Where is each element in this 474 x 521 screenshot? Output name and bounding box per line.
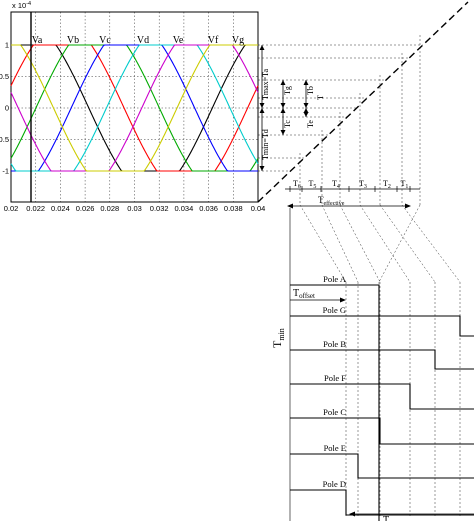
marker-skew: [378, 204, 421, 283]
effective-label: Teffective: [318, 195, 345, 207]
pole-waveform: [290, 453, 474, 479]
phase-voltage-plot: x 10-4 0.02 0.022 0.024 0.026 0.028 0.03 0.032…: [0, 1, 265, 213]
pole-waveform: [290, 349, 474, 370]
x-tick-label: 0.026: [76, 204, 95, 213]
marker-skew: [401, 204, 461, 283]
phase-label: Vc: [99, 35, 111, 46]
tg-label: Tg: [283, 86, 292, 95]
interval-label: T2: [383, 179, 391, 190]
marker-skew: [339, 204, 381, 283]
tb-label: Tb: [306, 86, 315, 95]
pole-waveform: [290, 489, 474, 516]
pole-waveform: [290, 417, 474, 445]
interval-subscript: 4: [337, 184, 340, 190]
x-tick-label: 0.024: [51, 204, 70, 213]
interval-label: T4: [332, 179, 340, 190]
pole-signals: Pole A Pole G Pole B Pole F Pole C Pole E Pole…: [290, 274, 474, 521]
time-level-labels: Tmax=Ta Tmin=Td Tg Tc Tb Te T: [261, 69, 325, 161]
offset-arrow: Toffset: [290, 288, 346, 303]
x-tick-label: 0.036: [199, 204, 218, 213]
marker-skew: [299, 204, 347, 283]
tz-label: T: [316, 95, 325, 100]
y-tick-label: 0.5: [0, 72, 9, 81]
effective-arrow-left-head: [287, 203, 293, 209]
x-tick-label: 0.028: [100, 204, 119, 213]
x-tick-label: 0.034: [175, 204, 194, 213]
tmin-label: Tmin=Td: [261, 129, 270, 160]
tmin-axis-label: Tmin: [270, 328, 286, 348]
pole-waveform: [290, 383, 474, 410]
tmax-label: Tmax=Ta: [261, 69, 270, 101]
marker-skew: [379, 204, 436, 283]
interval-label: T6: [293, 179, 301, 190]
pole-waveform: [290, 284, 380, 521]
pole-label: Pole A: [323, 274, 347, 284]
tb-bracket-head-bottom: [303, 103, 309, 108]
phase-label: Vb: [67, 35, 79, 46]
carrier-diagonal: [257, 1, 469, 203]
pole-label: Pole E: [324, 443, 346, 453]
marker-skew: [359, 204, 411, 283]
phase-curve: [10, 44, 259, 172]
te-bracket-head-bottom: [303, 112, 309, 117]
interval-label: T3: [359, 179, 367, 190]
effective-arrow-right-head: [405, 203, 411, 209]
y-tick-label: 1: [5, 41, 9, 50]
bottom-period-arrow: T: [349, 511, 474, 521]
te-bracket-head-top: [303, 108, 309, 113]
interval-subscript: 5: [313, 184, 316, 190]
pole-label: Pole F: [324, 373, 346, 383]
tc-bracket-head-top: [280, 108, 286, 113]
phase-label: Vd: [137, 35, 149, 46]
x-tick-label: 0.022: [26, 204, 45, 213]
pole-waveform: [290, 315, 474, 337]
interval-axis: T6 T5 T4 T3 T2 T1 Teffective: [285, 179, 420, 209]
interval-label: T5: [309, 179, 317, 190]
tb-bracket-head-top: [303, 80, 309, 85]
tc-label: Tc: [283, 120, 292, 128]
pole-label: Pole G: [323, 305, 346, 315]
tg-bracket-head-bottom: [280, 103, 286, 108]
tmin-bracket-head-top: [259, 108, 265, 113]
x-tick-label: 0.032: [150, 204, 169, 213]
pole-label: Pole D: [323, 479, 346, 489]
interval-labels: T6 T5 T4 T3 T2 T1: [289, 179, 411, 192]
phase-curves: [10, 44, 259, 172]
pole-label: Pole C: [323, 407, 346, 417]
tg-bracket-head-top: [280, 80, 286, 85]
marker-skew: [321, 204, 359, 283]
x-tick-label: 0.038: [224, 204, 243, 213]
tmax-bracket-head-top: [259, 45, 265, 50]
phase-curve: [10, 44, 259, 172]
tmax-bracket-head-bottom: [259, 103, 265, 108]
projection-lines: [258, 44, 423, 172]
x-tick-label: 0.04: [251, 204, 266, 213]
pole-label: Pole B: [323, 339, 346, 349]
y-tick-label: -0.5: [0, 135, 9, 144]
y-scale-label: x 10-4: [12, 1, 31, 10]
interval-subscript: 6: [298, 184, 301, 190]
phase-label: Vg: [232, 35, 244, 46]
plot-labels: x 10-4 0.02 0.022 0.024 0.026 0.028 0.03 0.032…: [0, 1, 265, 213]
y-tick-label: -1: [2, 167, 9, 176]
bottom-label: T: [383, 515, 389, 521]
te-label: Te: [306, 120, 315, 128]
offset-label: Toffset: [293, 288, 315, 300]
phase-label: Ve: [173, 35, 184, 46]
tmin-bracket-head-bottom: [259, 166, 265, 171]
y-tick-label: 0: [5, 104, 9, 113]
phase-label: Vf: [208, 35, 219, 46]
interval-subscript: 2: [388, 184, 391, 190]
interval-label: T1: [401, 179, 409, 190]
x-tick-label: 0.02: [4, 204, 19, 213]
phase-curve: [11, 44, 258, 172]
interval-subscript: 1: [405, 184, 408, 190]
phase-label: Va: [32, 35, 43, 46]
x-tick-label: 0.03: [127, 204, 142, 213]
interval-subscript: 3: [364, 184, 367, 190]
tc-bracket-head-bottom: [280, 130, 286, 135]
phase-curve: [11, 44, 258, 172]
